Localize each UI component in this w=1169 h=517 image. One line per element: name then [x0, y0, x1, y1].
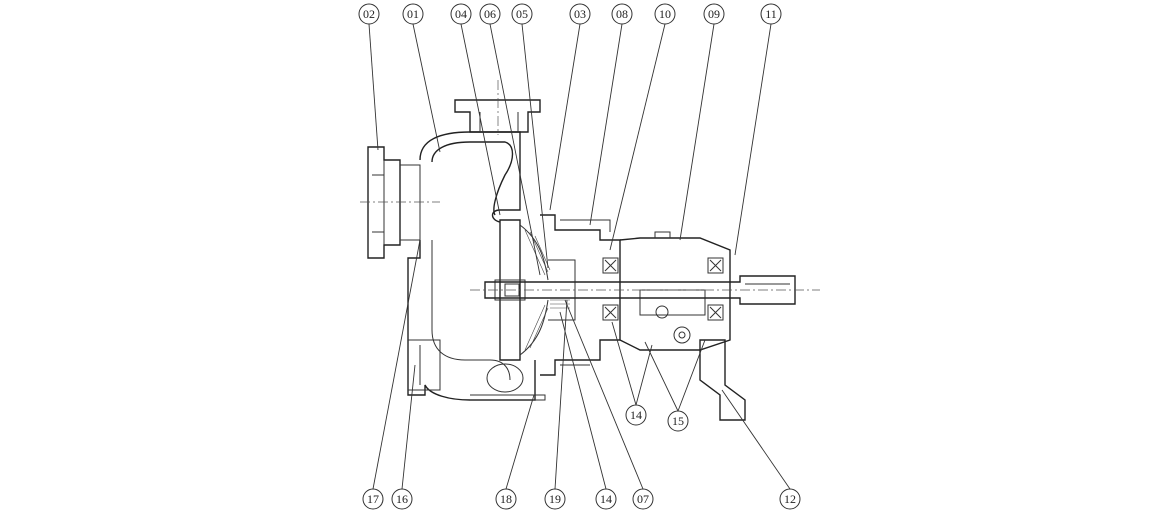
centerlines — [360, 80, 820, 291]
callout-14-middle: 14 — [625, 404, 647, 426]
callout-03: 03 — [569, 3, 591, 25]
bearing-housing — [602, 231, 731, 351]
callout-label: 09 — [708, 7, 720, 21]
support-foot — [699, 339, 746, 421]
callout-02: 02 — [358, 3, 380, 25]
callout-label: 02 — [363, 7, 375, 21]
callout-label: 14 — [630, 408, 642, 422]
impeller — [494, 219, 551, 361]
callout-label: 08 — [616, 7, 628, 21]
pump-casing — [367, 99, 546, 401]
callout-label: 05 — [516, 7, 528, 21]
callout-label: 16 — [396, 492, 408, 506]
callout-11: 11 — [760, 3, 782, 25]
callout-09: 09 — [703, 3, 725, 25]
callout-label: 18 — [500, 492, 512, 506]
callout-label: 14 — [600, 492, 612, 506]
callout-14-bottom: 14 — [595, 488, 617, 510]
callout-17: 17 — [362, 488, 384, 510]
callout-07: 07 — [632, 488, 654, 510]
callout-label: 06 — [484, 7, 496, 21]
callout-label: 03 — [574, 7, 586, 21]
callout-label: 04 — [455, 7, 467, 21]
callout-10: 10 — [654, 3, 676, 25]
callout-label: 17 — [367, 492, 379, 506]
callout-label: 07 — [637, 492, 649, 506]
callout-label: 11 — [765, 7, 777, 21]
shaft — [484, 275, 796, 305]
callout-06: 06 — [479, 3, 501, 25]
callout-12: 12 — [779, 488, 801, 510]
callout-05: 05 — [511, 3, 533, 25]
seal-and-bracket — [540, 214, 621, 376]
callout-16: 16 — [391, 488, 413, 510]
callout-19: 19 — [544, 488, 566, 510]
callout-15: 15 — [667, 410, 689, 432]
callout-label: 01 — [407, 7, 419, 21]
leader-lines — [368, 23, 791, 490]
callout-08: 08 — [611, 3, 633, 25]
callout-01: 01 — [402, 3, 424, 25]
callout-label: 10 — [659, 7, 671, 21]
callout-label: 15 — [672, 414, 684, 428]
callout-label: 12 — [784, 492, 796, 506]
callout-label: 19 — [549, 492, 561, 506]
callout-18: 18 — [495, 488, 517, 510]
callout-04: 04 — [450, 3, 472, 25]
